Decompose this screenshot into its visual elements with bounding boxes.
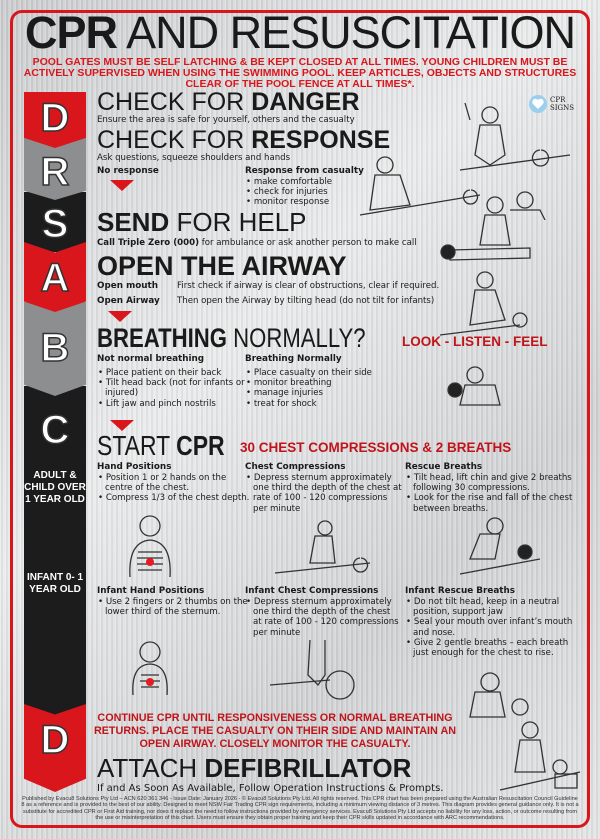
infant-rescue-breaths: Infant Rescue BreathsDo not tilt head, k… xyxy=(405,586,575,658)
response-desc: Ask questions, squeeze shoulders and han… xyxy=(97,153,291,163)
send-airway-breathing-illustrations xyxy=(440,196,531,406)
open-mouth-label: Open mouth xyxy=(97,281,159,291)
infant-chest-compressions: Infant Chest CompressionsDepress sternum… xyxy=(245,586,400,638)
infant-breaths-defib-illustration xyxy=(469,672,581,791)
chest-compressions: Chest CompressionsDepress sternum approx… xyxy=(245,462,403,514)
adult-label: ADULT & CHILD OVER 1 YEAR OLD xyxy=(24,470,86,505)
send-desc: Call Triple Zero (000) for ambulance or … xyxy=(97,238,417,248)
send-heading: SEND FOR HELP xyxy=(97,207,307,237)
step-c: C xyxy=(24,386,86,716)
infant-hand-positions: Infant Hand PositionsUse 2 fingers or 2 … xyxy=(97,586,252,617)
response-from-casualty: Response from casualty make comfortablec… xyxy=(245,166,364,208)
response-heading: CHECK FOR RESPONSE xyxy=(97,126,391,154)
step-a: A xyxy=(24,242,86,312)
step-b: B xyxy=(24,302,86,396)
arrow-down-icon xyxy=(110,180,134,191)
rescue-breaths: Rescue BreathsTilt head, lift chin and g… xyxy=(405,462,575,514)
defib-desc: If and As Soon As Available, Follow Oper… xyxy=(97,783,444,794)
adult-chest-diagram xyxy=(129,515,171,578)
infant-label: INFANT 0- 1 YEAR OLD xyxy=(26,572,84,595)
breathing-heading: BREATHING NORMALLY? xyxy=(97,323,366,353)
not-normal-breathing: Not normal breathing Place patient on th… xyxy=(97,354,247,409)
open-airway-text: Then open the Airway by tilting head (do… xyxy=(177,296,435,306)
no-response-label: No response xyxy=(97,166,159,176)
danger-heading: CHECK FOR DANGER xyxy=(97,88,360,116)
heart-logo-icon xyxy=(529,95,547,113)
arrow-down-icon xyxy=(110,420,134,431)
chest-compressions-illustration xyxy=(274,520,371,574)
pool-notice: POOL GATES MUST BE SELF LATCHING & BE KE… xyxy=(23,56,577,90)
open-mouth-text: First check if airway is clear of obstru… xyxy=(177,281,440,291)
poster-title: CPR AND RESUSCITATION xyxy=(25,7,576,58)
drsabcd-sidebar: D R S A B C ADULT & CHILD OVER 1 YEAR OL… xyxy=(24,0,86,839)
look-listen-feel: LOOK - LISTEN - FEEL xyxy=(402,334,548,349)
infant-chest-diagram xyxy=(132,641,168,696)
rescue-breaths-illustration xyxy=(459,517,541,575)
infant-compressions-illustration xyxy=(270,640,355,700)
hand-positions: Hand PositionsPosition 1 or 2 hands on t… xyxy=(97,462,252,504)
arrow-down-icon xyxy=(108,311,132,322)
compressions-ratio: 30 CHEST COMPRESSIONS & 2 BREATHS xyxy=(240,440,512,455)
airway-heading: OPEN THE AIRWAY xyxy=(97,251,347,281)
poster-frame xyxy=(10,10,590,828)
step-d-defib: D xyxy=(24,704,86,792)
step-s: S xyxy=(24,192,86,252)
cpr-heading: START CPR xyxy=(97,430,225,461)
rescuer-illustrations xyxy=(359,102,571,220)
fine-print: Published by Evacu8 Solutions Pty Ltd – … xyxy=(21,796,579,822)
breathing-normally: Breathing Normally Place casualty on the… xyxy=(245,354,372,409)
defib-heading: ATTACH DEFIBRILLATOR xyxy=(97,753,412,783)
cpr-signs-logo: CPR SIGNS xyxy=(528,94,574,114)
step-d: D xyxy=(24,92,86,148)
continue-cpr-notice: CONTINUE CPR UNTIL RESPONSIVENESS OR NOR… xyxy=(93,712,457,750)
open-airway-label: Open Airway xyxy=(97,296,160,306)
danger-desc: Ensure the area is safe for yourself, ot… xyxy=(97,115,355,125)
